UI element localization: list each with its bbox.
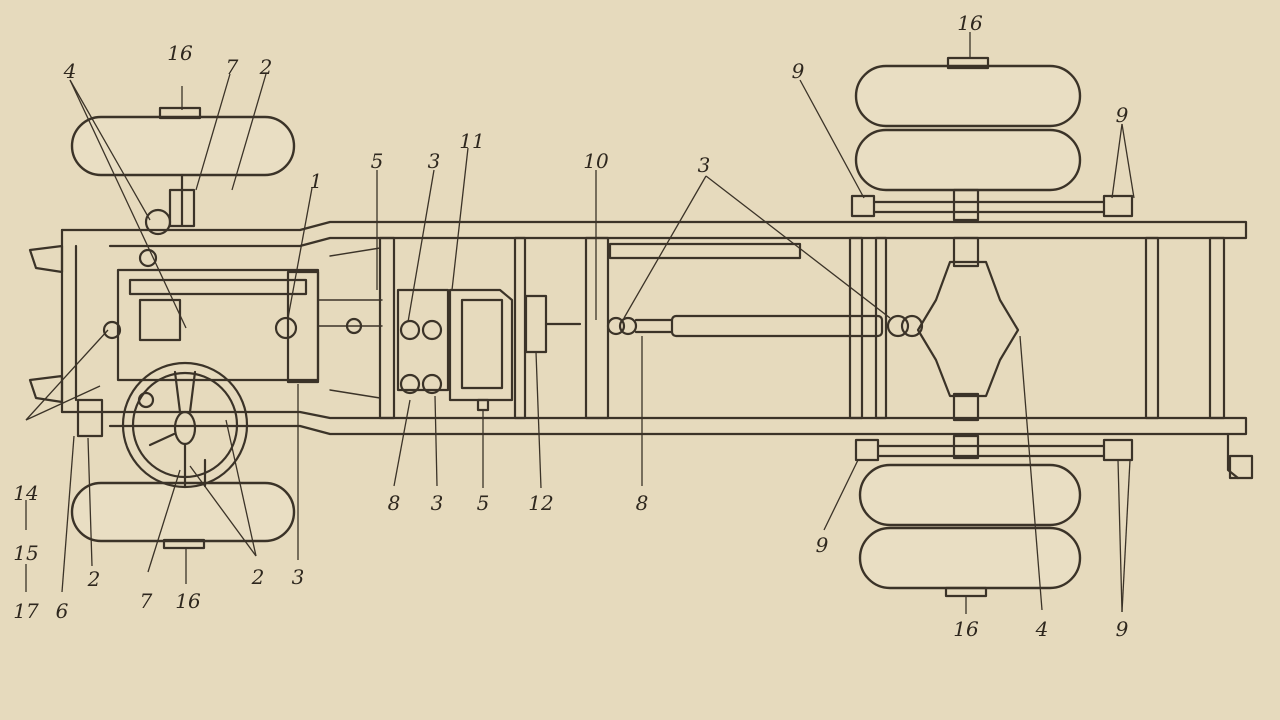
callout-5: 5 (371, 149, 384, 173)
rear-springs (850, 194, 1134, 462)
front-wheel-bottom (70, 481, 296, 550)
callout-7: 7 (140, 589, 153, 613)
callout-14: 14 (13, 481, 38, 505)
callout-9: 9 (1116, 617, 1129, 641)
callout-2: 2 (87, 567, 101, 591)
callout-15: 15 (13, 541, 38, 565)
callout-3: 3 (698, 153, 711, 177)
callout-2: 2 (251, 565, 265, 589)
callout-9: 9 (792, 59, 805, 83)
leader-lines (25, 32, 1135, 614)
engine (102, 208, 383, 399)
callout-5: 5 (477, 491, 490, 515)
gearbox (396, 288, 582, 412)
callout-4: 4 (1035, 617, 1049, 641)
callout-12: 12 (528, 491, 553, 515)
callout-3: 3 (292, 565, 305, 589)
callout-10: 10 (583, 149, 609, 173)
front-wheel-top (70, 106, 296, 228)
steering-wheel (76, 361, 249, 489)
callout-8: 8 (388, 491, 401, 515)
callout-9: 9 (1116, 103, 1129, 127)
callout-17: 17 (13, 599, 39, 623)
callout-16: 16 (953, 617, 979, 641)
callout-16: 16 (957, 11, 983, 35)
rear-wheel-top (854, 56, 1082, 222)
callout-1: 1 (310, 169, 323, 193)
callout-3: 3 (431, 491, 444, 515)
callout-16: 16 (175, 589, 201, 613)
callout-labels: 16 4 7 2 1 5 3 11 10 3 9 16 9 14 15 17 6… (13, 11, 1128, 641)
callout-4: 4 (63, 59, 77, 83)
callout-2: 2 (259, 55, 273, 79)
rear-wheel-bottom (858, 463, 1082, 598)
callout-9: 9 (816, 533, 829, 557)
callout-8: 8 (636, 491, 649, 515)
rear-axle (916, 236, 1020, 422)
callout-3: 3 (428, 149, 441, 173)
callout-7: 7 (226, 55, 239, 79)
callout-16: 16 (167, 41, 193, 65)
drive-shaft (606, 242, 924, 338)
callout-11: 11 (459, 129, 484, 153)
callout-6: 6 (56, 599, 69, 623)
